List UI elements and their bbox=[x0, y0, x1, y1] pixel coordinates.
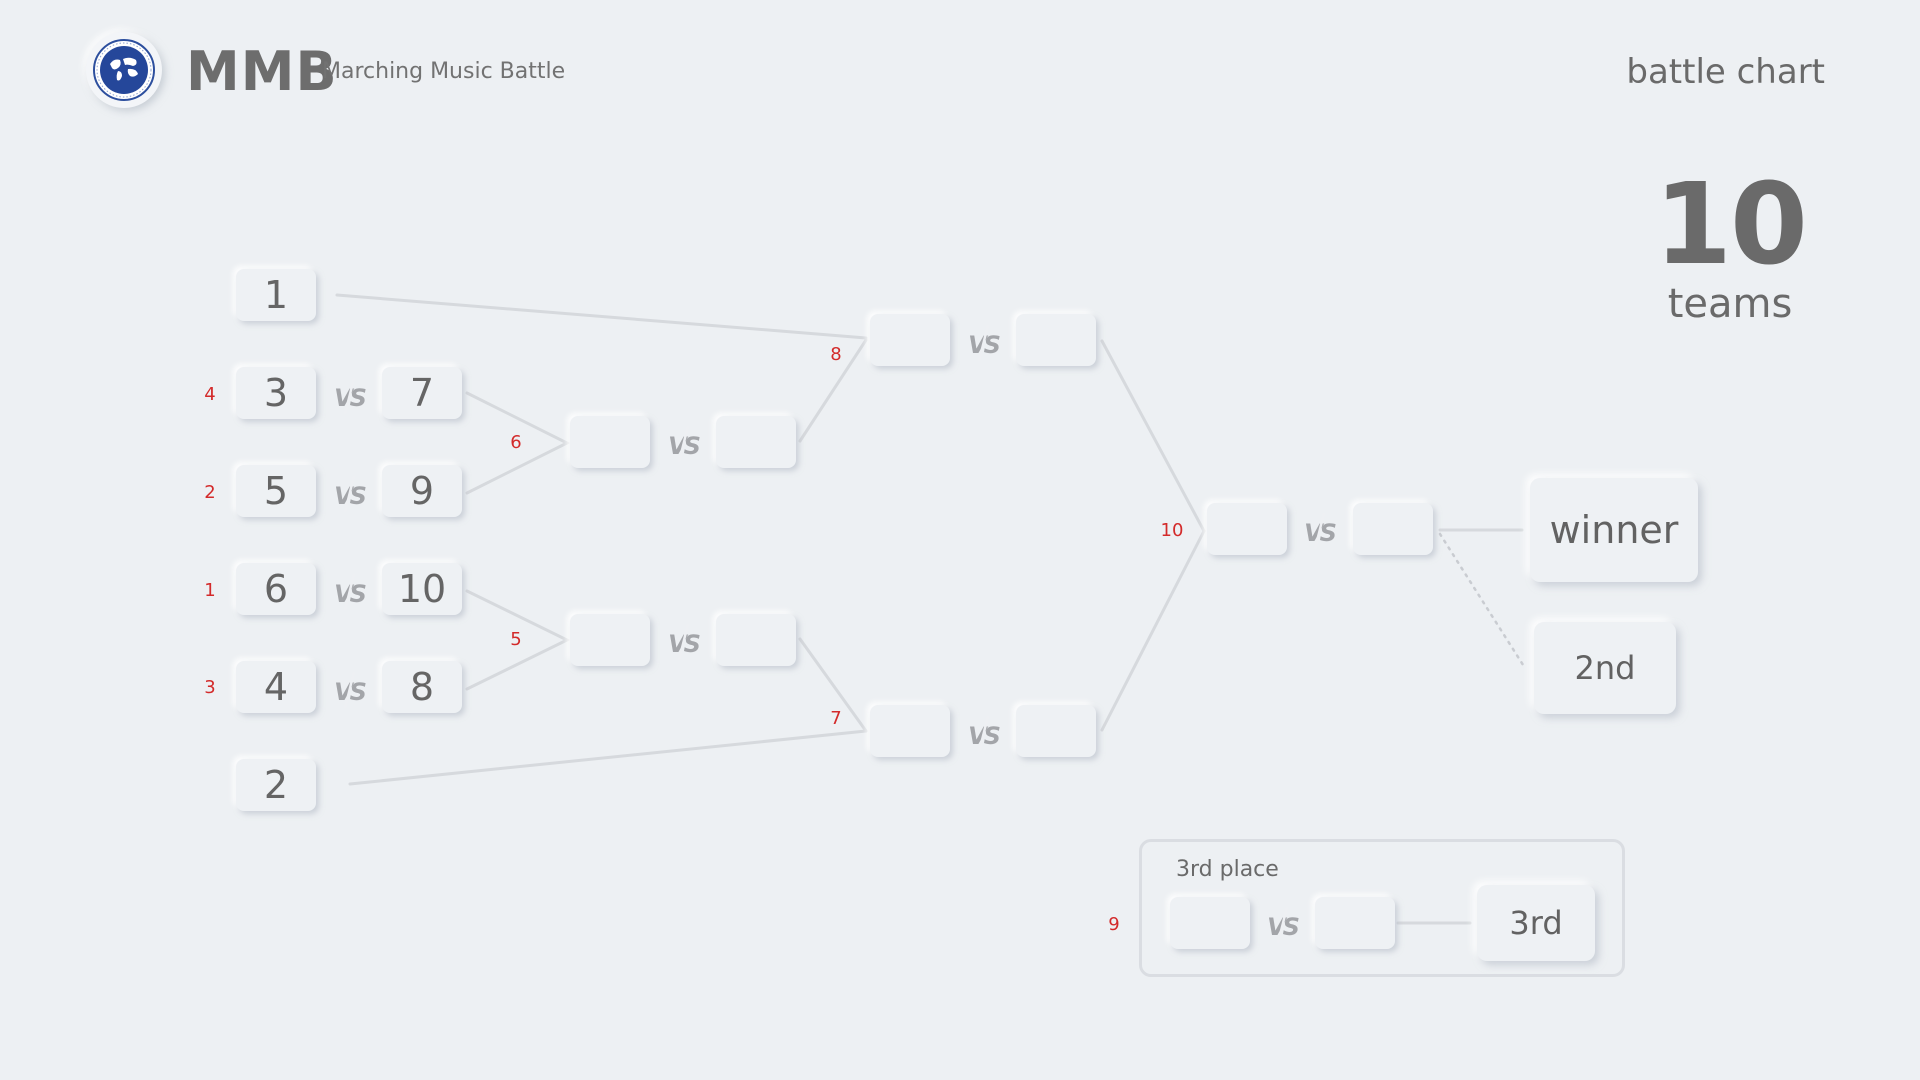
team-slot bbox=[716, 614, 796, 666]
team-slot bbox=[1353, 503, 1433, 555]
match-number: 5 bbox=[510, 629, 522, 650]
team-slot: 9 bbox=[382, 465, 462, 517]
vs-slash bbox=[1313, 512, 1326, 550]
bye-top-team-slot: 1 bbox=[236, 269, 316, 321]
vs-icon: VS bbox=[966, 321, 1000, 365]
match-number: 3 bbox=[204, 677, 216, 698]
connector-final-to-second bbox=[1438, 532, 1527, 670]
page-title: battle chart bbox=[1626, 52, 1825, 92]
team-slot bbox=[1207, 503, 1287, 555]
match-number: 2 bbox=[204, 482, 216, 503]
vs-slash bbox=[677, 623, 690, 661]
connector-bye-bottom bbox=[348, 729, 868, 786]
connector-match5 bbox=[465, 589, 571, 691]
team-count-value: 10 bbox=[1654, 160, 1808, 290]
vs-slash bbox=[977, 715, 990, 753]
winner-result: winner bbox=[1530, 478, 1698, 582]
brand-name: MMB bbox=[186, 40, 338, 103]
match-number: 9 bbox=[1108, 914, 1120, 935]
connector-match6 bbox=[465, 391, 571, 495]
vs-slash bbox=[343, 475, 356, 513]
vs-slash bbox=[343, 671, 356, 709]
vs-slash bbox=[977, 324, 990, 362]
vs-slash bbox=[343, 573, 356, 611]
team-slot bbox=[570, 614, 650, 666]
globe-seal-icon bbox=[93, 39, 155, 101]
team-slot bbox=[1315, 897, 1395, 949]
team-slot bbox=[716, 416, 796, 468]
vs-slash bbox=[343, 377, 356, 415]
brand-subtitle: Marching Music Battle bbox=[322, 59, 566, 84]
team-slot bbox=[1016, 705, 1096, 757]
team-slot bbox=[1016, 314, 1096, 366]
vs-icon: VS bbox=[332, 570, 366, 614]
vs-icon: VS bbox=[666, 422, 700, 466]
team-slot: 3 bbox=[236, 367, 316, 419]
connector-match7-to-final bbox=[1100, 529, 1206, 732]
third-place-label: 3rd place bbox=[1176, 857, 1279, 882]
brand-logo bbox=[86, 32, 162, 108]
connector-match6-to-match8 bbox=[798, 338, 868, 443]
vs-icon: VS bbox=[332, 374, 366, 418]
team-slot: 4 bbox=[236, 661, 316, 713]
team-slot: 7 bbox=[382, 367, 462, 419]
team-slot bbox=[870, 705, 950, 757]
bye-bottom-team-slot: 2 bbox=[236, 759, 316, 811]
match-number: 8 bbox=[830, 344, 842, 365]
vs-icon: VS bbox=[966, 712, 1000, 756]
team-count-unit: teams bbox=[1667, 281, 1793, 327]
match-number: 4 bbox=[204, 384, 216, 405]
team-slot bbox=[870, 314, 950, 366]
match-number: 1 bbox=[204, 580, 216, 601]
team-slot bbox=[570, 416, 650, 468]
vs-icon: VS bbox=[1302, 509, 1336, 553]
match-number: 7 bbox=[830, 708, 842, 729]
vs-slash bbox=[677, 425, 690, 463]
match-number: 10 bbox=[1160, 520, 1184, 541]
vs-slash bbox=[1276, 906, 1289, 944]
vs-icon: VS bbox=[1265, 903, 1299, 947]
match-number: 6 bbox=[510, 432, 522, 453]
vs-icon: VS bbox=[666, 620, 700, 664]
connector-match8-to-final bbox=[1100, 339, 1206, 533]
team-slot: 8 bbox=[382, 661, 462, 713]
vs-icon: VS bbox=[332, 668, 366, 712]
second-place-result: 2nd bbox=[1534, 622, 1676, 714]
team-slot: 10 bbox=[382, 563, 462, 615]
team-slot: 6 bbox=[236, 563, 316, 615]
third-place-panel bbox=[1139, 839, 1625, 977]
vs-icon: VS bbox=[332, 472, 366, 516]
third-place-result: 3rd bbox=[1477, 885, 1595, 961]
team-slot: 5 bbox=[236, 465, 316, 517]
connector-bye-top bbox=[335, 293, 868, 340]
team-slot bbox=[1170, 897, 1250, 949]
connector-match5-to-match7 bbox=[798, 637, 868, 733]
